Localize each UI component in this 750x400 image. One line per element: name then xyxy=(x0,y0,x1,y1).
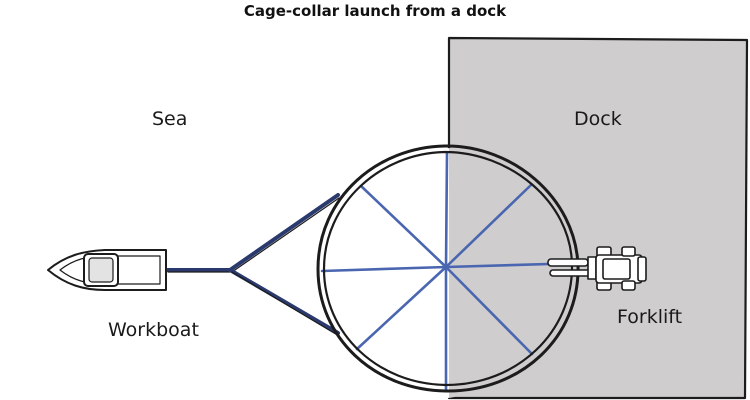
fork-upper xyxy=(547,258,589,267)
boat-cabin xyxy=(83,253,119,287)
fork-lower xyxy=(549,269,591,277)
boat-hull-inner xyxy=(59,255,161,285)
bridle-upper xyxy=(228,193,340,272)
spoke-up-left xyxy=(359,184,448,269)
collar-ring-outer xyxy=(316,144,580,393)
sea-label: Sea xyxy=(152,108,188,130)
spoke-down-left xyxy=(355,265,448,351)
boat-cabin-window xyxy=(88,257,114,283)
workboat xyxy=(47,249,167,291)
forklift-label: Forklift xyxy=(617,306,683,328)
spoke-up-right xyxy=(444,183,533,269)
collar-ring-inner xyxy=(322,150,574,387)
collar-right-half xyxy=(449,148,554,398)
bridle-upper-dark xyxy=(231,197,340,273)
forklift xyxy=(547,246,647,291)
diagram-title: Cage-collar launch from a dock xyxy=(243,2,507,20)
counterweight xyxy=(637,256,647,282)
cage-collar xyxy=(316,144,585,398)
mast xyxy=(587,256,597,280)
spoke-left xyxy=(320,265,448,273)
spoke-up xyxy=(444,151,449,269)
spoke-down-right xyxy=(444,265,534,356)
bridle-lower xyxy=(228,268,340,335)
wheel-bottom-right xyxy=(621,280,636,291)
wheel-top-right xyxy=(621,246,636,257)
tow-lines xyxy=(166,193,340,337)
dock-label: Dock xyxy=(574,108,622,130)
bridle-lower-dark xyxy=(231,271,340,337)
workboat-label: Workboat xyxy=(108,319,199,341)
forklift-cab xyxy=(602,258,631,280)
collar-spokes xyxy=(320,151,585,391)
